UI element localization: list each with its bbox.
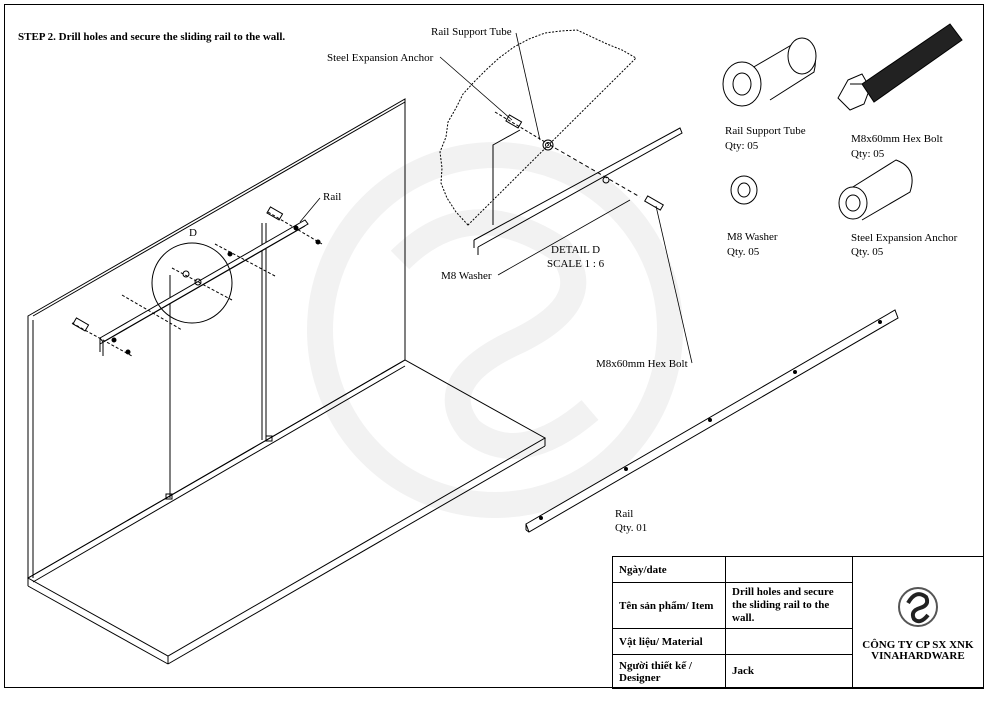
parts-rail-name: Rail (615, 508, 634, 520)
rail-on-wall (99, 219, 309, 356)
material-value (725, 628, 853, 655)
wall-fasteners (71, 206, 323, 500)
part-hex-bolt (837, 23, 963, 111)
company-name: CÔNG TY CP SX XNK VINAHARDWARE (862, 639, 974, 662)
parts-rail-qty: Qty. 01 (615, 522, 648, 534)
detail-washer-label: M8 Washer (441, 270, 492, 282)
item-value: Drill holes and secure the sliding rail … (725, 582, 853, 629)
company-cell: CÔNG TY CP SX XNK VINAHARDWARE (851, 556, 985, 689)
detail-title: DETAIL D (551, 244, 601, 256)
parts-tube-name: Rail Support Tube (725, 125, 806, 137)
parts-washer-name: M8 Washer (727, 231, 778, 243)
step-title: STEP 2. Drill holes and secure the slidi… (18, 31, 286, 43)
material-label: Vật liệu/ Material (611, 628, 727, 655)
date-value (725, 556, 853, 583)
watermark-logo (307, 142, 683, 518)
drawing-frame (4, 4, 984, 688)
date-label: Ngày/date (611, 556, 727, 583)
parts-anchor-qty: Qty. 05 (851, 246, 884, 258)
title-block: Ngày/date CÔNG TY CP SX XNK VINAHARDWARE… (611, 556, 985, 689)
item-label: Tên sản phẩm/ Item (611, 582, 727, 629)
room-wall (26, 98, 547, 665)
company-logo (897, 587, 938, 627)
part-expansion-anchor (838, 159, 913, 221)
parts-bolt-qty: Qty: 05 (851, 148, 885, 160)
part-rail-support-tube (722, 37, 817, 107)
detail-marker-label: D (189, 227, 197, 239)
parts-tube-qty: Qty: 05 (725, 140, 759, 152)
detail-bolt-label: M8x60mm Hex Bolt (596, 358, 688, 370)
parts-washer-qty: Qty. 05 (727, 246, 760, 258)
rail-leader (299, 197, 321, 223)
detail-anchor-label: Steel Expansion Anchor (327, 52, 434, 64)
detail-d-view (439, 29, 693, 364)
detail-scale: SCALE 1 : 6 (547, 258, 605, 270)
rail-label: Rail (323, 191, 342, 203)
parts-anchor-name: Steel Expansion Anchor (851, 232, 958, 244)
detail-circle (151, 242, 233, 324)
part-m8-washer (730, 175, 758, 205)
parts-bolt-name: M8x60mm Hex Bolt (851, 133, 943, 145)
designer-label: Người thiết kế / Designer (611, 654, 727, 689)
part-rail (525, 309, 899, 533)
detail-tube-label: Rail Support Tube (431, 26, 512, 38)
designer-value: Jack (725, 654, 853, 689)
